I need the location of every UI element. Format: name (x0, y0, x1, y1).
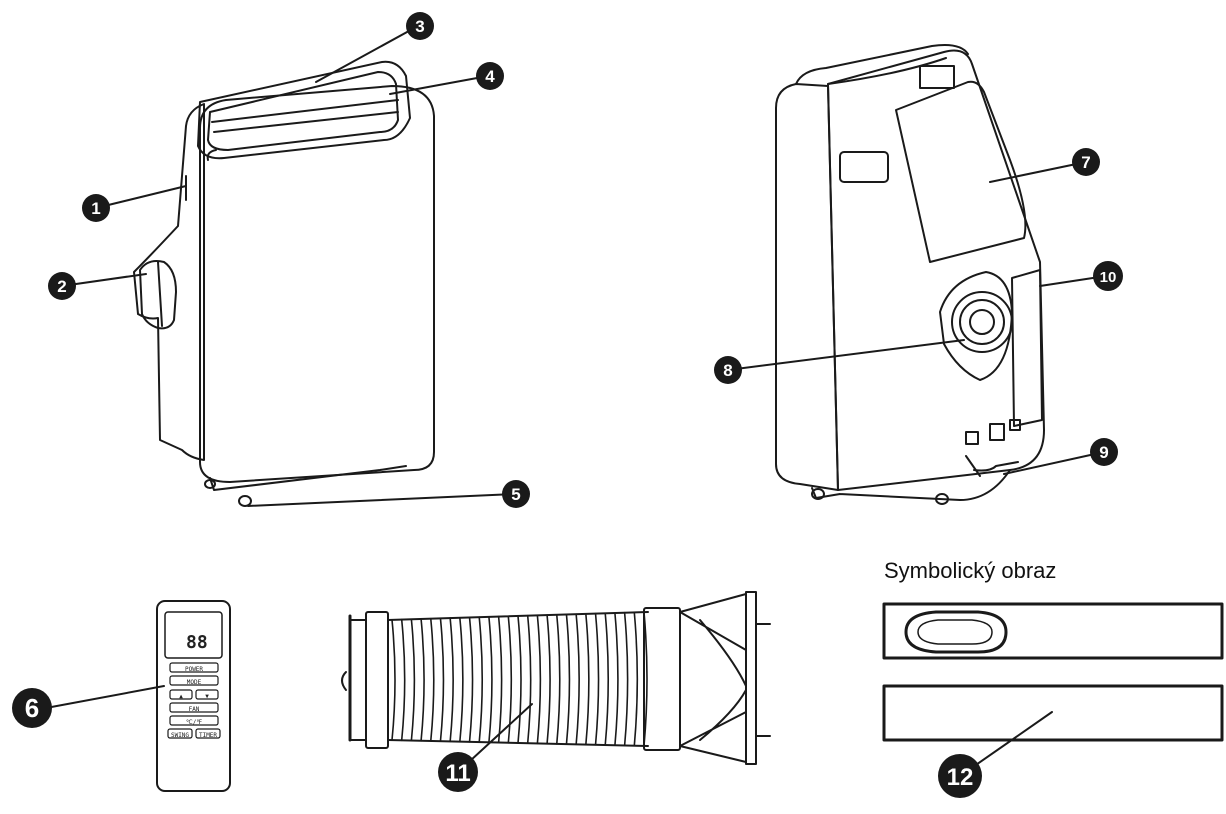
hose-rib (546, 614, 551, 745)
callout-badge-3: 3 (406, 12, 434, 40)
callout-number: 12 (947, 764, 974, 791)
hose-rib (410, 618, 416, 742)
hose-rib (478, 616, 484, 743)
hose-rib (536, 614, 542, 745)
callout-badge-12: 12 (938, 754, 982, 798)
hose-rib (449, 617, 454, 743)
unit-rear-view (775, 44, 1045, 505)
hose-rib (565, 613, 571, 745)
callout-number: 10 (1100, 269, 1117, 286)
callout-badge-4: 4 (476, 62, 504, 90)
hose-rib (400, 618, 406, 742)
hose-rib (633, 611, 639, 747)
callout-badge-6: 6 (12, 688, 52, 728)
hose-rib (459, 616, 464, 743)
remote-button-fan: FAN (189, 706, 200, 713)
leader-lines (45, 25, 1107, 777)
symbolic-image-caption: Symbolický obraz (884, 558, 1057, 583)
hose-rib (420, 618, 425, 742)
callout-number: 8 (723, 361, 732, 380)
remote-button-swing: SWING (171, 732, 189, 739)
hose-rib (643, 611, 648, 747)
hose-rib (585, 613, 590, 746)
remote-display-digits: 88 (186, 632, 208, 653)
remote-button-up: ▲ (179, 693, 183, 700)
hose-rib (575, 613, 580, 746)
callout-badge-10: 10 (1093, 261, 1123, 291)
callout-badge-1: 1 (82, 194, 110, 222)
callout-number: 5 (511, 485, 520, 504)
hose-rib (468, 616, 474, 743)
callout-number: 11 (445, 760, 470, 787)
hose-rib (507, 615, 513, 744)
remote-button-down: ▼ (205, 693, 209, 700)
callout-number: 9 (1099, 443, 1108, 462)
callout-badge-9: 9 (1090, 438, 1118, 466)
hose-rib (517, 615, 522, 744)
remote-button-temp-unit: ℃/℉ (186, 719, 202, 726)
callout-number: 7 (1081, 153, 1090, 172)
callout-number: 4 (485, 67, 495, 86)
hose-rib (614, 612, 619, 747)
hose-rib (497, 615, 503, 744)
hose-rib (594, 612, 600, 746)
hose-rib (488, 616, 493, 744)
hose-rib (623, 611, 629, 747)
callout-badge-11: 11 (438, 752, 478, 792)
hose-rib (429, 617, 435, 742)
callout-number: 2 (57, 277, 66, 296)
remote-button-mode: MODE (187, 679, 202, 686)
remote-button-power: POWER (185, 666, 203, 673)
callout-number: 3 (415, 17, 424, 36)
callout-badges: 1 2 3 4 5 6 7 8 9 10 11 12 (12, 12, 1123, 798)
callout-badge-7: 7 (1072, 148, 1100, 176)
hose-rib (391, 619, 396, 741)
remote-button-timer: TIMER (199, 732, 217, 739)
exhaust-hose-drawing (341, 591, 771, 765)
hose-rib (604, 612, 610, 746)
callout-number: 6 (25, 693, 39, 723)
window-kit-drawing (882, 602, 1224, 742)
hose-rib (439, 617, 445, 743)
callout-badge-5: 5 (502, 480, 530, 508)
callout-badge-8: 8 (714, 356, 742, 384)
remote-labels: 88 POWER MODE ▲ ▼ FAN ℃/℉ SWING TIMER (171, 632, 217, 739)
unit-front-view (133, 60, 435, 507)
callout-number: 1 (91, 199, 100, 218)
hose-rib (526, 614, 532, 745)
remote-control-drawing (156, 600, 231, 792)
hose-rib (555, 614, 561, 745)
callout-badge-2: 2 (48, 272, 76, 300)
